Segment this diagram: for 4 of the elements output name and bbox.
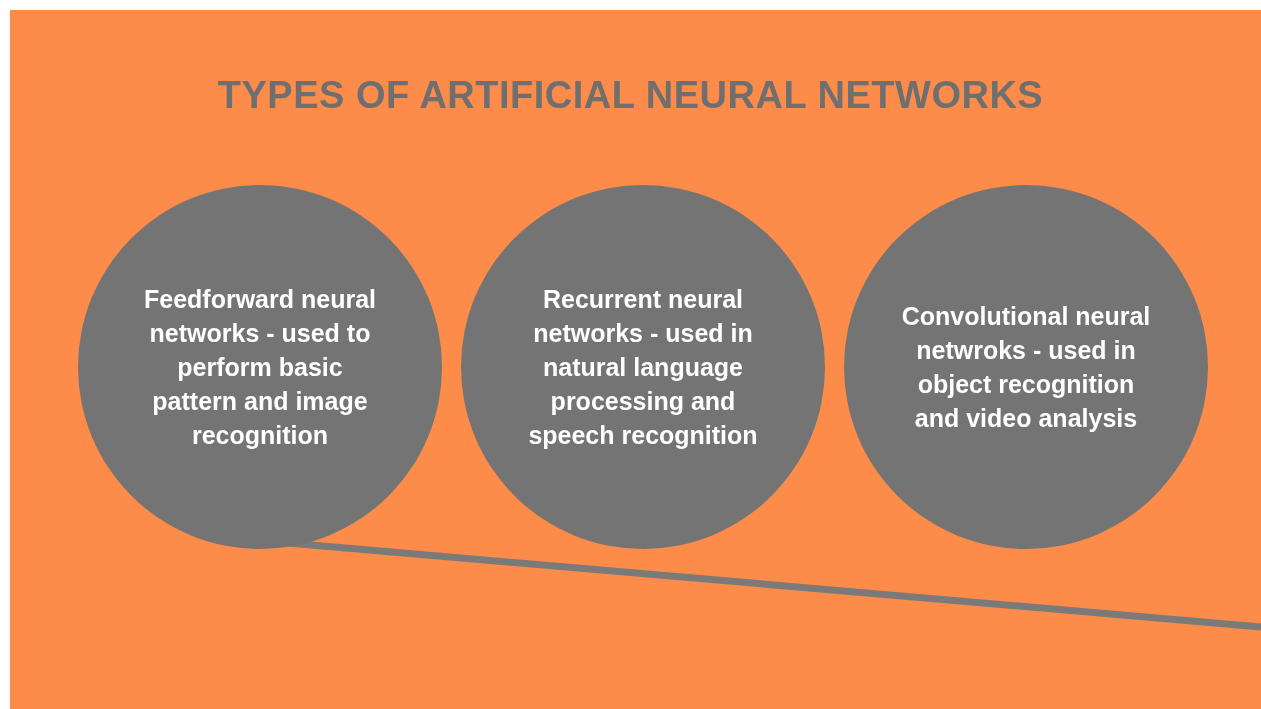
title: TYPES OF ARTIFICIAL NEURAL NETWORKS bbox=[216, 74, 1045, 117]
circle-text: Feedforward neural networks - used to perform basic pattern and image recognition bbox=[143, 284, 377, 451]
circle-text: Recurrent neural networks - used in natural language processing and speech recognition bbox=[527, 284, 759, 451]
circle-text: Convolutional neural netwroks - used in object recognition and video analysis bbox=[901, 301, 1151, 434]
